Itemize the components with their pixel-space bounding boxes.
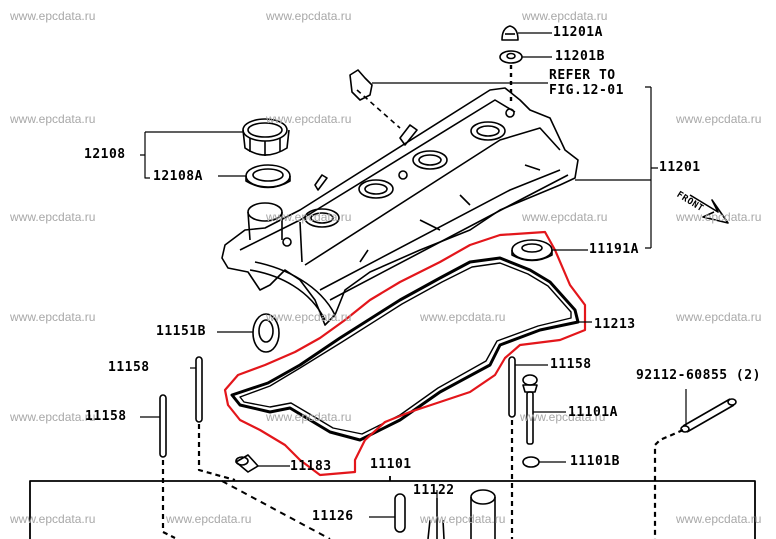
- label-12108[interactable]: 12108: [84, 147, 126, 162]
- stud-11158-lower-left[interactable]: [159, 394, 176, 539]
- cover-washer[interactable]: [499, 50, 523, 64]
- watermark: www.epcdata.ru: [676, 310, 762, 324]
- grommet[interactable]: [511, 239, 553, 262]
- oil-filler-cap[interactable]: [242, 118, 290, 156]
- part-11122[interactable]: [427, 498, 445, 539]
- watermark: www.epcdata.ru: [420, 512, 506, 526]
- label-11101A[interactable]: 11101A: [568, 405, 618, 420]
- highlight-outline: [223, 230, 587, 477]
- label-11183[interactable]: 11183: [290, 459, 332, 474]
- cap-gasket[interactable]: [245, 164, 291, 189]
- label-11122[interactable]: 11122: [413, 483, 455, 498]
- watermark: www.epcdata.ru: [676, 112, 762, 126]
- watermark: www.epcdata.ru: [676, 512, 762, 526]
- label-11213[interactable]: 11213: [594, 317, 636, 332]
- stud-92112-60855[interactable]: [653, 398, 737, 539]
- watermark: www.epcdata.ru: [266, 9, 352, 23]
- cylinder-head-cover[interactable]: [221, 87, 579, 326]
- label-11101[interactable]: 11101: [370, 457, 412, 472]
- watermark: www.epcdata.ru: [420, 310, 506, 324]
- watermark: www.epcdata.ru: [166, 512, 252, 526]
- label-11201B[interactable]: 11201B: [555, 49, 605, 64]
- bolt-11101A[interactable]: [522, 374, 538, 445]
- watermark: www.epcdata.ru: [10, 112, 96, 126]
- plug-11183[interactable]: [235, 454, 259, 473]
- leader-lines: [140, 32, 687, 518]
- tube[interactable]: [470, 489, 496, 539]
- watermark: www.epcdata.ru: [520, 410, 606, 424]
- pcv-valve[interactable]: [349, 69, 401, 129]
- cylinder-head-outline[interactable]: [29, 476, 756, 539]
- label-fig-ref[interactable]: FIG.12-01: [549, 83, 624, 98]
- stud-11158-upper-left[interactable]: [195, 356, 236, 482]
- watermark: www.epcdata.ru: [266, 310, 352, 324]
- watermark: www.epcdata.ru: [10, 310, 96, 324]
- watermark: www.epcdata.ru: [522, 9, 608, 23]
- watermark: www.epcdata.ru: [10, 410, 96, 424]
- head-cover-gasket[interactable]: [230, 256, 580, 442]
- washer-11101B[interactable]: [522, 456, 540, 468]
- label-92112-60855[interactable]: 92112-60855 (2): [636, 368, 761, 383]
- watermark: www.epcdata.ru: [266, 210, 352, 224]
- stud-11158-right[interactable]: [508, 356, 516, 539]
- label-refer-to: REFER TO: [549, 68, 616, 83]
- label-11101B[interactable]: 11101B: [570, 454, 620, 469]
- plug-seal[interactable]: [252, 313, 280, 353]
- label-11158[interactable]: 11158: [550, 357, 592, 372]
- watermark: www.epcdata.ru: [10, 512, 96, 526]
- cover-nut[interactable]: [501, 25, 519, 41]
- label-12108A[interactable]: 12108A: [153, 169, 203, 184]
- label-11158[interactable]: 11158: [108, 360, 150, 375]
- pin-11126[interactable]: [394, 493, 406, 533]
- front-arrow-icon: [689, 194, 729, 224]
- label-11151B[interactable]: 11151B: [156, 324, 206, 339]
- watermark: www.epcdata.ru: [522, 210, 608, 224]
- watermark: www.epcdata.ru: [10, 210, 96, 224]
- watermark: www.epcdata.ru: [676, 210, 762, 224]
- watermark: www.epcdata.ru: [266, 112, 352, 126]
- label-11158[interactable]: 11158: [85, 409, 127, 424]
- label-11191A[interactable]: 11191A: [589, 242, 639, 257]
- label-11201[interactable]: 11201: [659, 160, 701, 175]
- watermark: www.epcdata.ru: [10, 9, 96, 23]
- label-11201A[interactable]: 11201A: [553, 25, 603, 40]
- watermark: www.epcdata.ru: [266, 410, 352, 424]
- label-11126[interactable]: 11126: [312, 509, 354, 524]
